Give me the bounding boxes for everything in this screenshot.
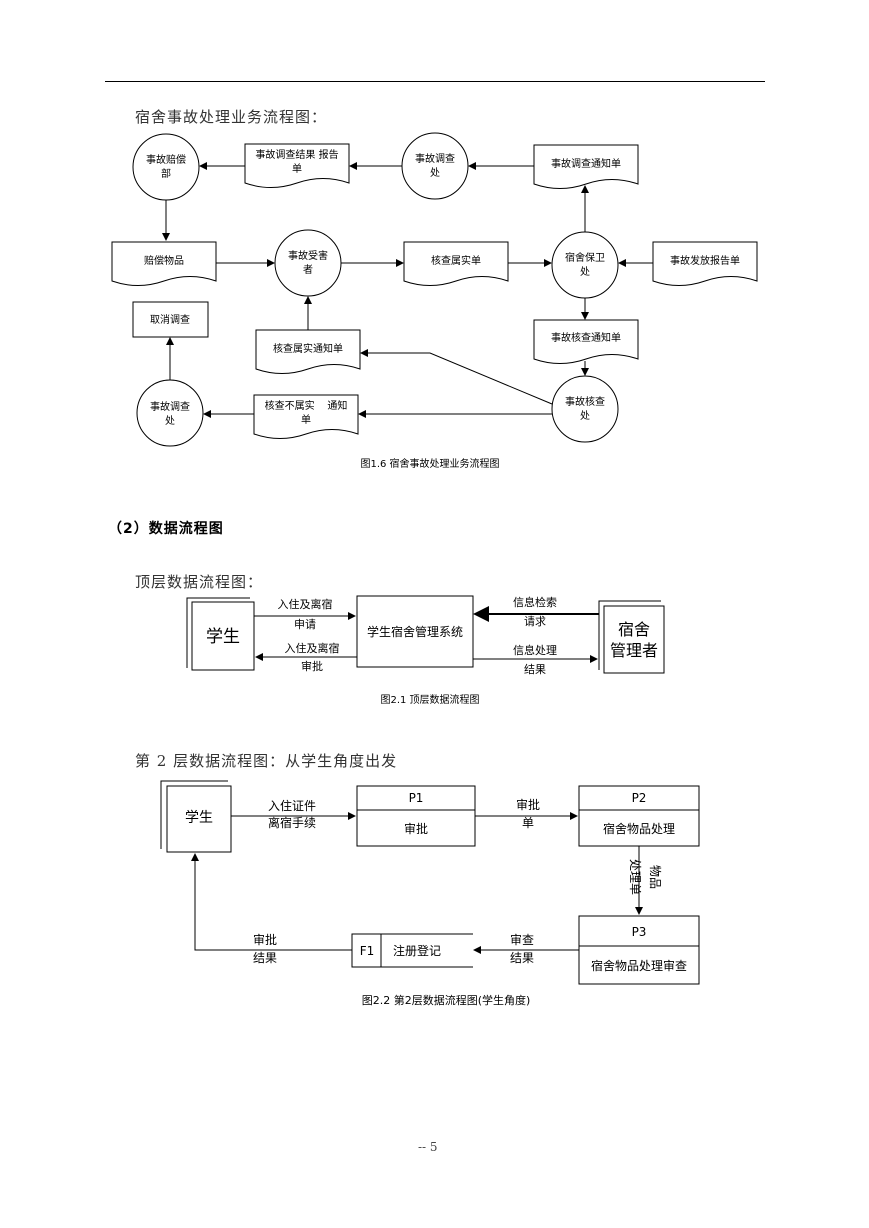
label-verify-false-notice-2: 单 — [301, 414, 311, 426]
label-investigation-office-top-1: 事故调查 — [415, 152, 455, 165]
label-flow-approval-result-2: 结果 — [253, 951, 277, 965]
label-investigation-notice-mid: 事故核查通知单 — [551, 331, 621, 344]
label-cancel-investigation: 取消调查 — [150, 313, 190, 326]
label-security-office-2: 处 — [580, 266, 590, 278]
doc-verified-true-form — [403, 241, 509, 286]
figure-caption-1-6: 图1.6 宿舍事故处理业务流程图 — [360, 457, 499, 470]
label-flow-query-1: 信息检索 — [513, 595, 557, 609]
label-p2-name: 宿舍物品处理 — [603, 821, 675, 836]
doc-investigation-notice-top — [533, 144, 639, 189]
label-p1-id: P1 — [409, 791, 424, 805]
label-victim-2: 者 — [303, 264, 313, 276]
process-system — [356, 595, 474, 668]
node-investigation-office-top — [401, 132, 469, 200]
label-flow-query-2: 请求 — [524, 615, 546, 628]
label-flow-result-1: 信息处理 — [513, 643, 557, 657]
figure-caption-2-2: 图2.2 第2层数据流程图(学生角度) — [362, 993, 531, 1007]
label-flow-approval-result-1: 审批 — [253, 932, 277, 947]
label-investigation-result-report-2: 单 — [292, 163, 302, 175]
label-flow-review-result-1: 审查 — [510, 932, 534, 947]
label-flow-review-result-2: 结果 — [510, 951, 534, 965]
label-verification-office-2: 处 — [580, 410, 590, 422]
label-accident-compensation-dept-1: 事故赔偿 — [146, 153, 186, 166]
doc-accident-report-form — [652, 241, 758, 286]
page-number: -- 5 — [418, 1140, 438, 1154]
node-security-office — [551, 231, 619, 299]
section2-heading: （2）数据流程图 — [108, 521, 224, 537]
doc-verify-true-notice — [255, 329, 361, 374]
label-student-l2: 学生 — [185, 810, 213, 826]
level2-dfd: 学生 入住证件 离宿手续 P1 审批 审批 单 P2 宿舍物品处理 物品 处理单… — [160, 780, 700, 1007]
label-flow-docs-2: 离宿手续 — [268, 815, 316, 830]
entity-manager — [603, 605, 665, 674]
label-investigation-office-bottom-1: 事故调查 — [150, 400, 190, 413]
label-verified-true-form: 核查属实单 — [431, 254, 481, 267]
top-level-heading: 顶层数据流程图： — [135, 573, 264, 591]
node-investigation-office-bottom — [136, 379, 204, 447]
label-flow-result-2: 结果 — [524, 663, 546, 676]
label-accident-compensation-dept-2: 部 — [161, 167, 171, 180]
label-verify-false-notice-1: 核查不属实 通知 — [265, 399, 348, 412]
node-victim — [274, 229, 342, 297]
label-compensated-items: 赔偿物品 — [144, 254, 184, 267]
label-flow-apply-2: 申请 — [294, 618, 316, 631]
accident-flowchart: 事故赔偿 部 事故调查结果 报告 单 事故调查 处 事故调查通知单 赔偿物品 事… — [111, 132, 758, 470]
doc-investigation-notice-mid — [533, 319, 639, 364]
doc-investigation-result-report — [244, 143, 350, 188]
header-rule — [105, 81, 765, 82]
node-verification-office — [551, 375, 619, 443]
label-flow-item-form-1: 物品 — [648, 865, 662, 889]
label-victim-1: 事故受害 — [288, 249, 328, 262]
label-verify-true-notice: 核查属实通知单 — [273, 342, 343, 355]
label-p1-name: 审批 — [404, 821, 428, 836]
entity-student-l2 — [166, 785, 232, 853]
label-student: 学生 — [206, 627, 240, 647]
label-flow-approve-2: 审批 — [301, 659, 323, 673]
label-investigation-result-report-1: 事故调查结果 报告 — [255, 148, 338, 161]
label-investigation-notice-top: 事故调查通知单 — [551, 157, 621, 170]
label-investigation-office-top-2: 处 — [430, 167, 440, 179]
entity-student — [191, 601, 255, 671]
doc-compensated-items — [111, 241, 217, 286]
top-level-dfd: 学生 学生宿舍管理系统 宿舍 管理者 入住及离宿 申请 入住及离宿 审批 信息检… — [186, 595, 665, 706]
label-flow-approval-form-2: 单 — [522, 816, 534, 830]
label-f1-id: F1 — [360, 944, 375, 958]
label-p3-name: 宿舍物品处理审查 — [591, 958, 687, 973]
label-manager-2: 管理者 — [610, 641, 658, 660]
label-verification-office-1: 事故核查 — [565, 395, 605, 408]
label-system: 学生宿舍管理系统 — [367, 624, 463, 639]
label-f1-name: 注册登记 — [393, 943, 441, 958]
label-accident-report-form: 事故发放报告单 — [670, 254, 740, 267]
label-flow-approval-form-1: 审批 — [516, 797, 540, 812]
figure-caption-2-1: 图2.1 顶层数据流程图 — [380, 693, 479, 706]
label-p2-id: P2 — [632, 791, 647, 805]
label-flow-apply-1: 入住及离宿 — [278, 597, 333, 611]
level2-heading: 第 2 层数据流程图：从学生角度出发 — [135, 752, 398, 770]
label-flow-approve-1: 入住及离宿 — [285, 641, 340, 655]
label-investigation-office-bottom-2: 处 — [165, 415, 175, 427]
section1-heading: 宿舍事故处理业务流程图： — [135, 108, 328, 126]
node-accident-compensation-dept — [132, 133, 200, 201]
label-manager-1: 宿舍 — [618, 620, 650, 639]
doc-verify-false-notice — [253, 394, 359, 439]
label-flow-docs-1: 入住证件 — [268, 799, 316, 813]
label-flow-item-form-2: 处理单 — [628, 859, 642, 895]
label-p3-id: P3 — [632, 925, 647, 939]
label-security-office-1: 宿舍保卫 — [565, 251, 605, 264]
